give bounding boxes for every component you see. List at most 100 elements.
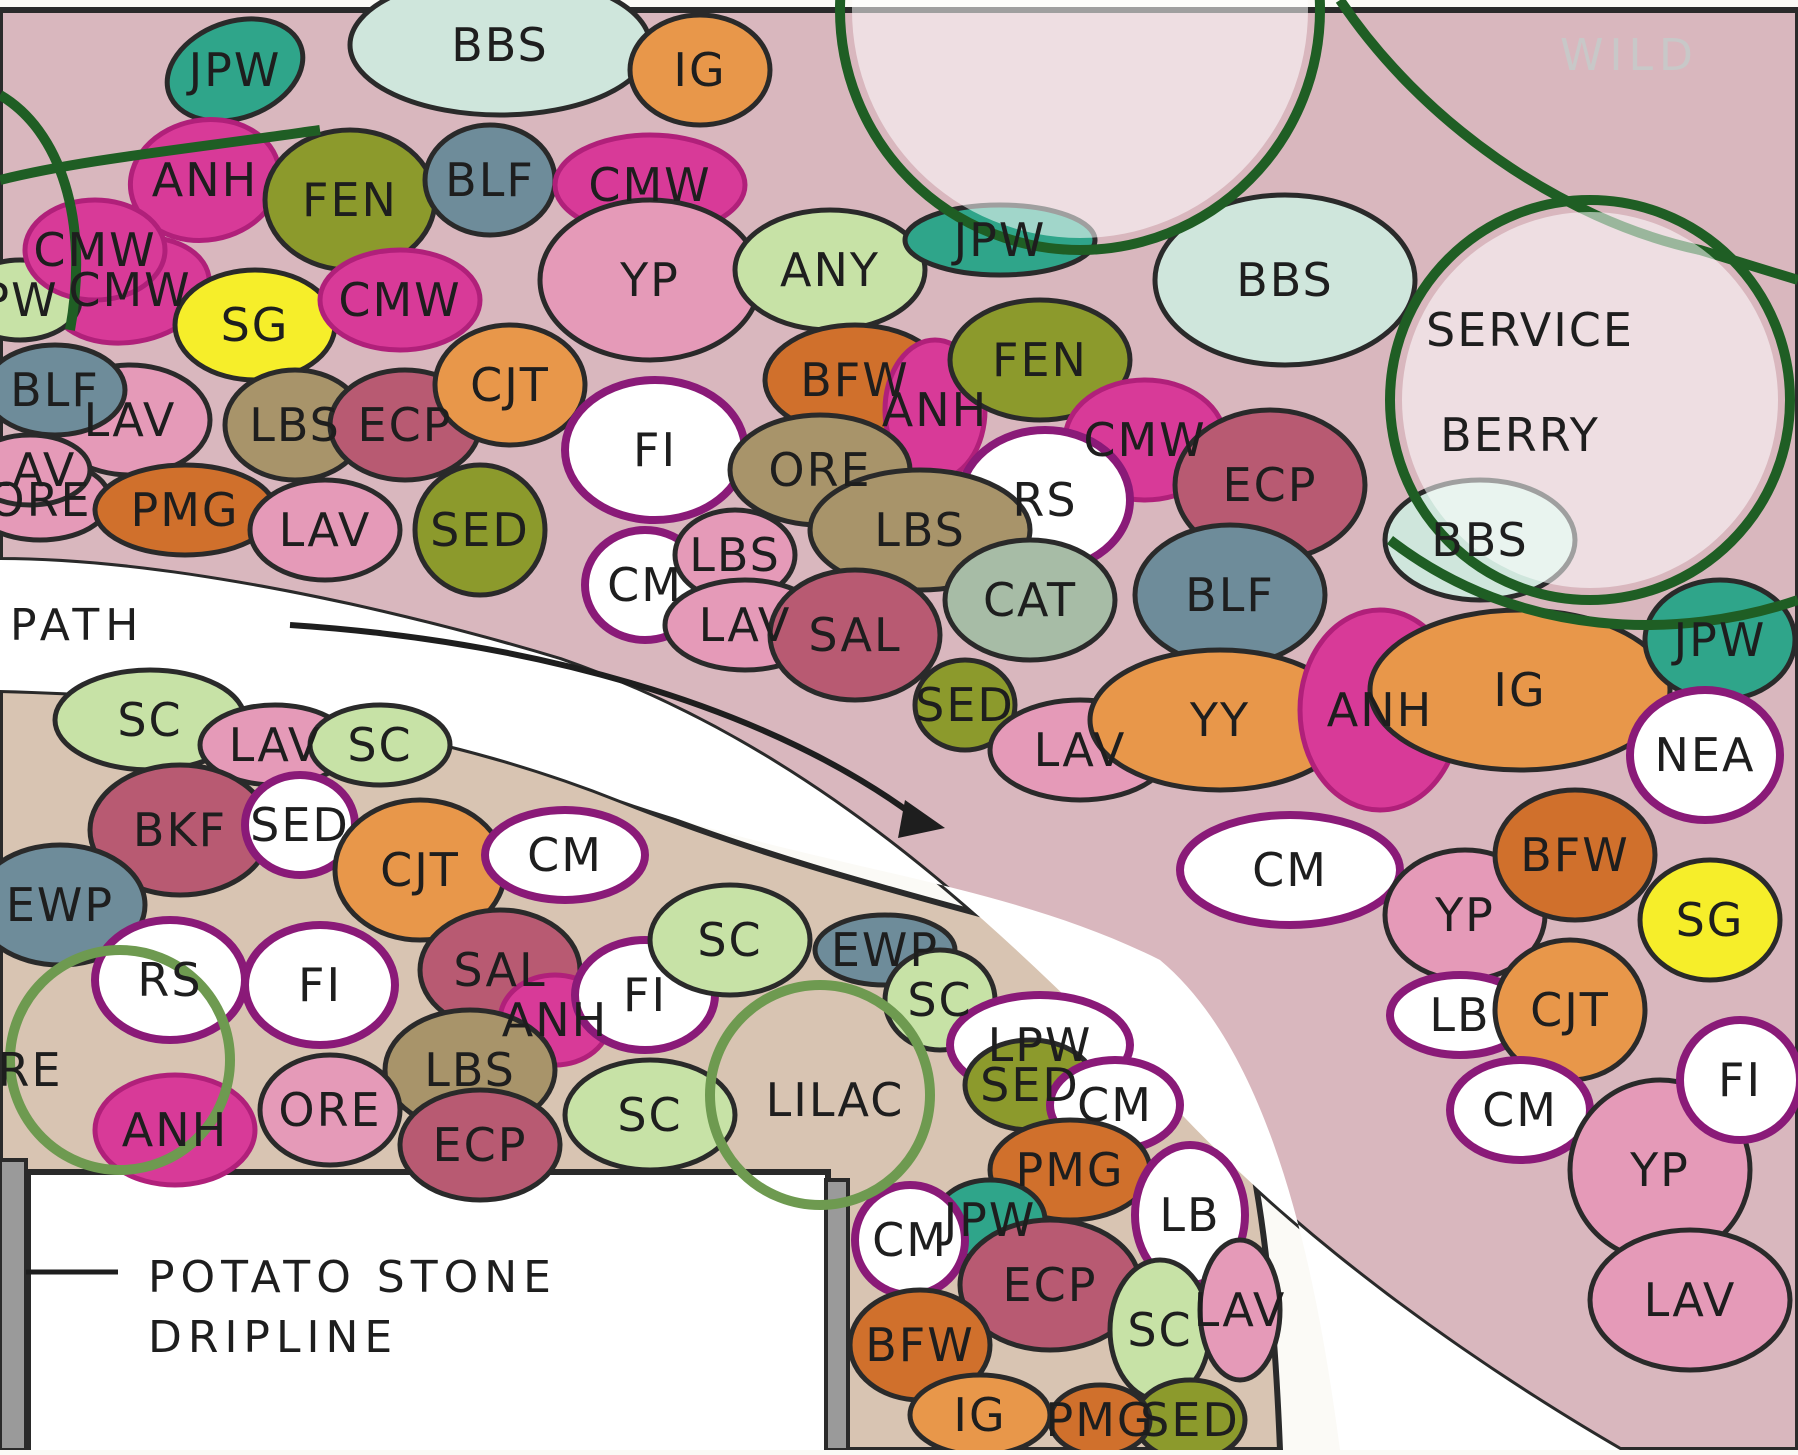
plant-label-sc: SC (697, 913, 762, 967)
canopy-fill-top (852, 0, 1308, 238)
garden-path (0, 560, 1620, 1450)
plant-label-anh: ANH (122, 1103, 228, 1157)
plant-blob-fi (241, 921, 399, 1049)
plant-label-cm: CM (1482, 1083, 1558, 1137)
plant-blob-sed (912, 657, 1018, 753)
plant-label-cm: CM (1252, 843, 1328, 897)
plant-label-ewp: EWP (831, 923, 939, 977)
plant-blob-nea (1626, 686, 1784, 824)
plant-label-lbs: LBS (249, 398, 341, 452)
plant-label-ecp: ECP (433, 1118, 528, 1172)
plant-label-lb: LB (1429, 988, 1490, 1042)
plant-blob-ore (257, 1052, 403, 1168)
plant-label-rs: RS (137, 953, 202, 1007)
plant-label-jpw: JPW (951, 213, 1047, 267)
plant-label-sed: SED (250, 798, 350, 852)
plant-label-lav: LAV (84, 393, 177, 447)
plant-label-ecp: ECP (358, 398, 453, 452)
plant-label-cmw: CMW (68, 263, 191, 317)
plant-blob-cmw (22, 197, 168, 303)
plant-label-sal: SAL (808, 608, 901, 662)
plant-label-anh: ANH (502, 993, 608, 1047)
corner-text: WILD (1560, 30, 1699, 81)
plant-label-sg: SG (1676, 893, 1745, 947)
plant-label-bkf: BKF (133, 803, 227, 857)
plant-label-rs: RS (1012, 473, 1077, 527)
plant-label-sed: SED (430, 503, 530, 557)
plant-label-re: RE (0, 1043, 63, 1097)
plant-label-lav: LAV (1194, 1283, 1287, 1337)
plant-label-cjt: CJT (470, 358, 550, 412)
plant-label-ore: ORE (768, 443, 871, 497)
plant-label-service: SERVICE (1426, 303, 1634, 357)
plant-label-sed: SED (980, 1058, 1080, 1112)
plant-label-cjt: CJT (380, 843, 460, 897)
plant-label-jpw: JPW (1671, 613, 1767, 667)
plant-blob-cjt (432, 322, 588, 448)
plant-label-lav: LAV (279, 503, 372, 557)
plant-label-ecp: ECP (1003, 1258, 1098, 1312)
plant-label-pw: PW (0, 273, 59, 327)
dripline-label-line2: DRIPLINE (148, 1312, 398, 1363)
patio (25, 1169, 831, 1455)
plant-blob-cm (1176, 811, 1404, 929)
tree-canopy-1 (835, 0, 1325, 255)
plant-label-blf: BLF (445, 153, 535, 207)
plant-label-ecp: ECP (1223, 458, 1318, 512)
plant-label-lav: LAV (1644, 1273, 1737, 1327)
plant-blob-sc (647, 882, 813, 998)
plant-label-lav: LAV (229, 718, 322, 772)
plant-blob-blf (0, 342, 128, 438)
plant-blob-sc (307, 702, 453, 788)
plant-label-anh: ANH (1327, 683, 1433, 737)
plant-label-ore: ORE (0, 473, 92, 527)
plant-blob-lav (247, 477, 403, 583)
plant-label-bfw: BFW (800, 353, 910, 407)
plant-blob-lav (1197, 1237, 1283, 1383)
plant-label-cjt: CJT (1530, 983, 1610, 1037)
canopy-fill-right (1402, 212, 1778, 588)
plant-label-fi: FI (1718, 1053, 1762, 1107)
dripline-label-line1: POTATO STONE (148, 1252, 557, 1303)
plant-blob-ecp (397, 1087, 563, 1203)
plant-label-cmw: CMW (1083, 413, 1206, 467)
dripline-strip-right (824, 1178, 850, 1452)
plant-label-sc: SC (1127, 1303, 1192, 1357)
plant-label-bfw: BFW (865, 1318, 975, 1372)
plant-label-cm: CM (607, 558, 683, 612)
plant-label-yp: YP (619, 253, 680, 307)
plant-label-lb: LB (1159, 1188, 1220, 1242)
plant-label-any: ANY (780, 243, 880, 297)
plant-blob-anh (92, 1072, 258, 1188)
plant-blob-lav (0, 432, 93, 508)
plant-label-sc: SC (907, 973, 972, 1027)
plant-blob-sc (562, 1057, 738, 1173)
plant-label-jpw: JPW (941, 1193, 1037, 1247)
plant-label-fen: FEN (302, 173, 398, 227)
plant-label-sal: SAL (453, 943, 546, 997)
plant-label-pmg: PMG (1045, 1393, 1154, 1447)
plant-label-lilac: LILAC (766, 1073, 905, 1127)
plant-label-bbs: BBS (1431, 513, 1529, 567)
plant-label-cm: CM (872, 1213, 948, 1267)
plant-blob-cmw (317, 247, 483, 353)
lower-canopy-2 (705, 980, 935, 1210)
plant-label-ig: IG (673, 43, 726, 97)
plant-label-fen: FEN (992, 333, 1088, 387)
vine-left (0, 125, 321, 185)
plant-label-cm: CM (527, 828, 603, 882)
plant-blob-ig (627, 12, 773, 128)
plant-label-ig: IG (953, 1388, 1006, 1442)
vine-right-2 (1386, 536, 1798, 630)
path-arrowhead (898, 800, 945, 838)
plant-label-bbs: BBS (451, 18, 549, 72)
plant-label-sed: SED (1140, 1393, 1240, 1447)
plant-label-yp: YP (1629, 1143, 1690, 1197)
plant-label-bfw: BFW (1520, 828, 1630, 882)
plant-label-blf: BLF (1185, 568, 1275, 622)
plant-label-ore: ORE (278, 1083, 381, 1137)
plant-label-bbs: BBS (1236, 253, 1334, 307)
plant-blob-sed (412, 462, 548, 598)
